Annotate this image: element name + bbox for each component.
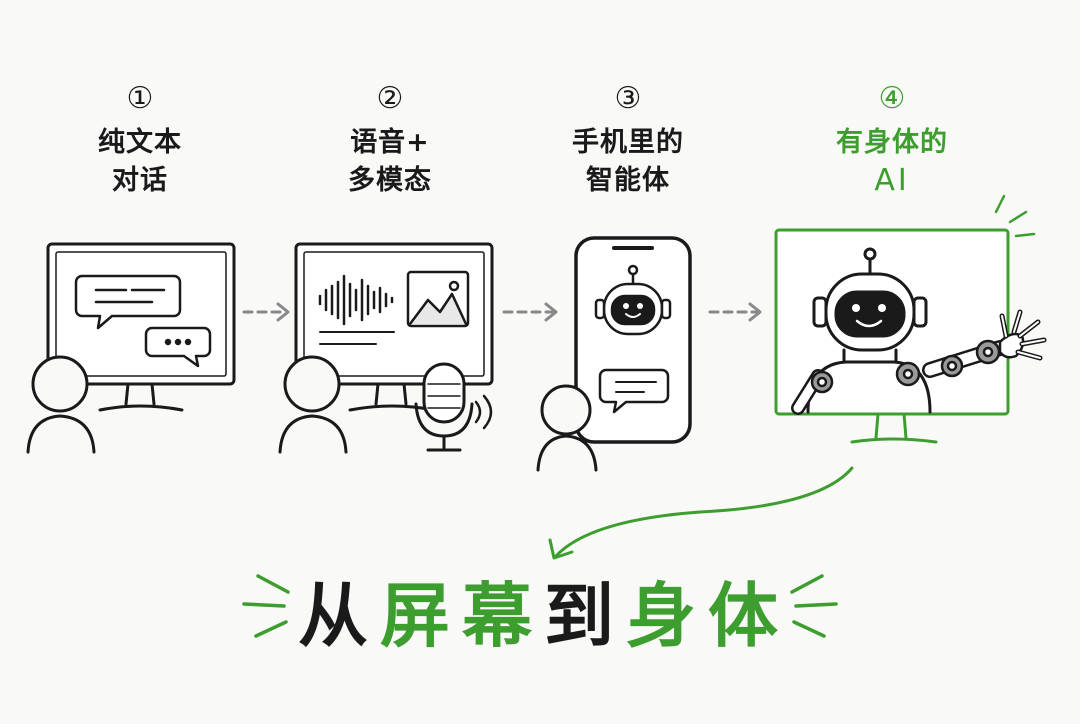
headline-char-2: 屏 bbox=[380, 574, 454, 657]
person-icon bbox=[278, 355, 348, 454]
stage-1-illustration bbox=[26, 242, 236, 454]
headline-char-5: 身 bbox=[626, 574, 700, 657]
stage-3-label: ③ 手机里的 智能体 bbox=[528, 82, 728, 200]
stage-4-label: ④ 有身体的 AI bbox=[792, 82, 992, 200]
arrow-3-to-4 bbox=[708, 302, 762, 322]
stage-2-title-line1: 语音+ bbox=[350, 127, 430, 158]
headline: 从 屏 幕 到 身 体 bbox=[0, 560, 1080, 660]
robot-arm-icon bbox=[791, 309, 1047, 415]
stage-2-label: ② 语音+ 多模态 bbox=[290, 82, 490, 200]
headline-char-6: 体 bbox=[708, 574, 782, 657]
stage-2-illustration bbox=[278, 242, 494, 454]
stage-1-label: ① 纯文本 对话 bbox=[40, 82, 240, 200]
image-icon bbox=[406, 270, 470, 328]
emphasis-marks-left bbox=[242, 574, 290, 638]
stage-3-illustration bbox=[536, 236, 692, 472]
headline-char-4: 到 bbox=[544, 574, 618, 657]
person-icon bbox=[26, 355, 96, 454]
arrow-1-to-2 bbox=[242, 302, 290, 322]
stage-4-title-line1: 有身体的 bbox=[836, 127, 948, 158]
stage-3-title-line1: 手机里的 bbox=[572, 127, 684, 158]
stage-4-illustration bbox=[548, 194, 1047, 560]
emphasis-marks-right bbox=[790, 574, 838, 638]
stage-4-number: ④ bbox=[878, 81, 906, 116]
stage-2-number: ② bbox=[376, 81, 404, 116]
chat-bubble-icon bbox=[598, 368, 670, 414]
curved-arrow-icon bbox=[548, 466, 854, 560]
chat-bubble-icon bbox=[74, 274, 182, 330]
robot-head-icon bbox=[594, 264, 672, 336]
arrow-2-to-3 bbox=[502, 302, 558, 322]
headline-char-3: 幕 bbox=[462, 574, 536, 657]
flow-arrows bbox=[242, 302, 762, 322]
microphone-icon bbox=[414, 362, 493, 452]
person-icon bbox=[536, 384, 598, 472]
stage-1-title-line1: 纯文本 bbox=[98, 127, 182, 158]
sound-wave-icon bbox=[318, 274, 395, 345]
stage-1-number: ① bbox=[126, 81, 154, 116]
stage-2-title-line2: 多模态 bbox=[348, 165, 432, 196]
headline-char-1: 从 bbox=[298, 574, 372, 657]
stage-4-title-line2: AI bbox=[874, 163, 910, 198]
stage-3-title-line2: 智能体 bbox=[586, 165, 670, 196]
chat-bubble-icon bbox=[144, 326, 212, 368]
stage-1-title-line2: 对话 bbox=[112, 165, 168, 196]
emphasis-marks bbox=[242, 574, 838, 638]
stage-3-number: ③ bbox=[614, 81, 642, 116]
